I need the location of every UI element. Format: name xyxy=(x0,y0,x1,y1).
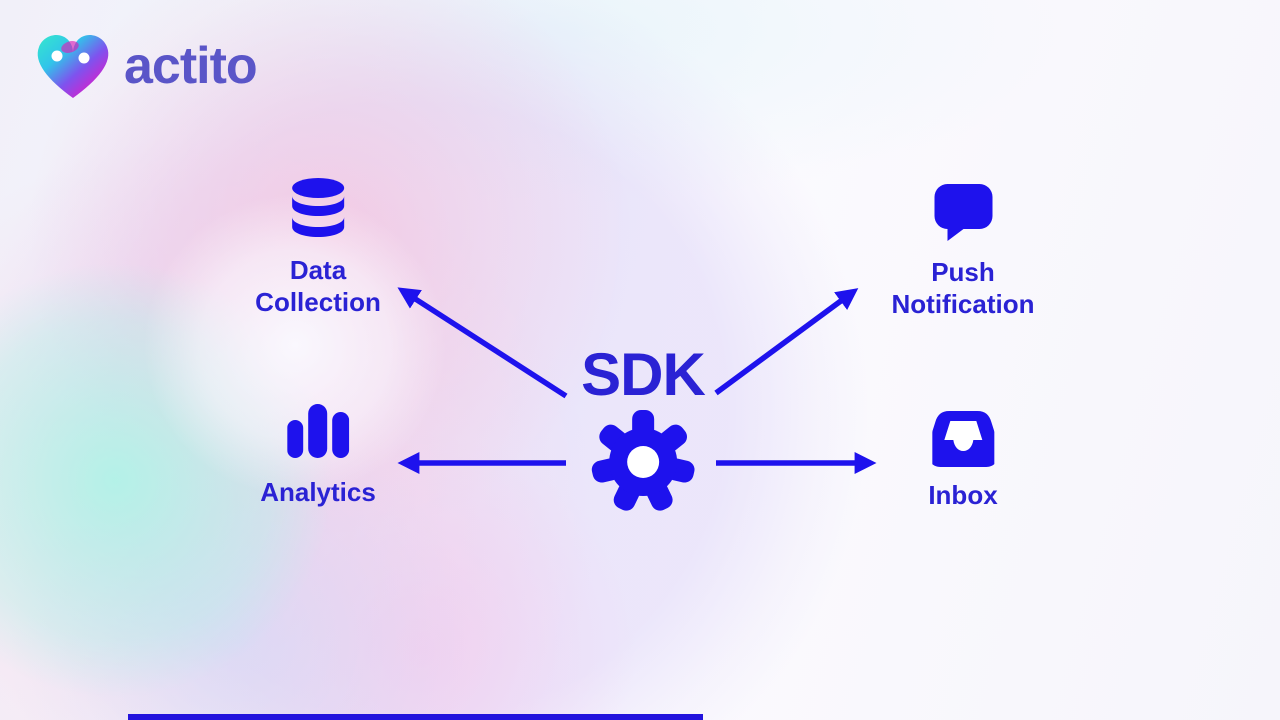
node-push-notification: Push Notification xyxy=(892,182,1035,320)
arrow-to-push-notification xyxy=(714,288,859,396)
chat-bubble-icon xyxy=(934,184,992,241)
node-label: Inbox xyxy=(928,479,997,511)
actito-wordmark: actito xyxy=(124,37,258,95)
inbox-icon xyxy=(932,411,994,467)
node-inbox: Inbox xyxy=(928,409,998,511)
node-label: Push Notification xyxy=(892,256,1035,320)
label-line: Collection xyxy=(255,287,381,317)
node-data-collection: Data Collection xyxy=(255,178,381,318)
label-line: Notification xyxy=(891,289,1035,319)
database-icon xyxy=(291,178,344,237)
arrow-to-data-collection xyxy=(397,287,568,399)
node-label: Analytics xyxy=(260,476,376,508)
sdk-label: SDK xyxy=(581,341,706,408)
label-line: Push xyxy=(931,257,995,287)
node-label: Data Collection xyxy=(255,254,381,318)
gear-icon xyxy=(591,410,695,511)
actito-heart-icon xyxy=(37,35,109,98)
node-sdk: SDK xyxy=(581,341,706,514)
bar-chart-icon xyxy=(286,404,349,458)
label-line: Analytics xyxy=(260,477,376,507)
actito-logo: actito xyxy=(28,20,258,104)
progress-bar[interactable] xyxy=(128,714,703,720)
label-line: Data xyxy=(289,255,347,285)
node-analytics: Analytics xyxy=(260,404,376,508)
label-line: Inbox xyxy=(928,480,998,510)
